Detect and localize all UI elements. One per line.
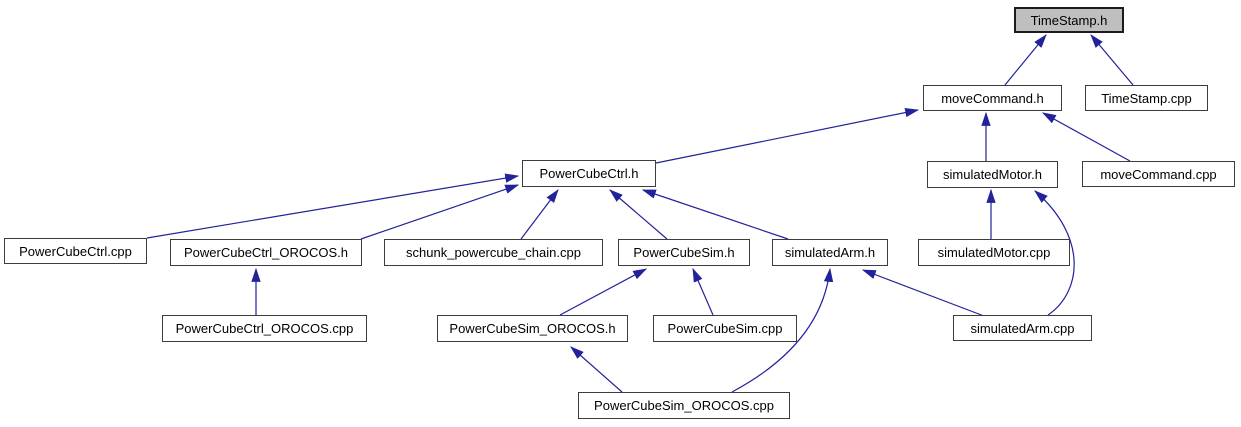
graph-node-powercubectrl-cpp[interactable]: PowerCubeCtrl.cpp (4, 238, 147, 264)
graph-node-powercubesim-cpp[interactable]: PowerCubeSim.cpp (653, 315, 797, 342)
graph-node-simulatedmotor-cpp[interactable]: simulatedMotor.cpp (918, 239, 1070, 266)
graph-node-label: simulatedArm.h (784, 245, 876, 260)
graph-node-powercubectrl-h[interactable]: PowerCubeCtrl.h (522, 160, 656, 187)
graph-node-label: PowerCubeCtrl_OROCOS.cpp (175, 321, 354, 336)
graph-node-schunk-powercube-chain-cpp[interactable]: schunk_powercube_chain.cpp (384, 239, 603, 266)
graph-node-powercubectrl-orocos-h[interactable]: PowerCubeCtrl_OROCOS.h (170, 239, 362, 266)
graph-node-timestamp-cpp[interactable]: TimeStamp.cpp (1085, 85, 1208, 111)
graph-node-label: schunk_powercube_chain.cpp (406, 245, 581, 260)
graph-node-powercubesim-h[interactable]: PowerCubeSim.h (618, 239, 750, 266)
graph-node-powercubectrl-orocos-cpp[interactable]: PowerCubeCtrl_OROCOS.cpp (162, 315, 367, 342)
edge-powercubectrl-orocos-h-to-powercubectrl-h (360, 184, 520, 240)
graph-node-label: PowerCubeSim_OROCOS.h (449, 321, 616, 336)
graph-node-simulatedarm-h[interactable]: simulatedArm.h (772, 239, 888, 266)
graph-node-label: PowerCubeCtrl.h (539, 166, 639, 181)
graph-node-movecommand-cpp[interactable]: moveCommand.cpp (1082, 161, 1235, 187)
graph-node-label: PowerCubeSim_OROCOS.cpp (594, 398, 774, 413)
edge-timestamp-cpp-to-timestamp-h (1090, 34, 1134, 86)
edge-powercubectrl-h-to-movecommand-h (655, 107, 920, 164)
edge-powercubectrl-cpp-to-powercubectrl-h (146, 173, 520, 239)
edge-movecommand-h-to-timestamp-h (1004, 34, 1047, 86)
graph-node-label: simulatedMotor.h (943, 167, 1042, 182)
edge-simulatedarm-h-to-powercubectrl-h (641, 189, 789, 240)
graph-node-label: PowerCubeSim.cpp (667, 321, 783, 336)
edge-powercubesim-orocos-cpp-to-powercubesim-orocos-h (570, 346, 623, 393)
edge-movecommand-cpp-to-movecommand-h (1041, 112, 1131, 162)
graph-node-label: moveCommand.h (941, 90, 1044, 106)
graph-node-label: simulatedMotor.cpp (937, 245, 1051, 260)
edge-schunk-powercube-chain-cpp-to-powercubectrl-h (520, 189, 559, 240)
graph-node-movecommand-h[interactable]: moveCommand.h (923, 85, 1062, 111)
graph-node-simulatedarm-cpp[interactable]: simulatedArm.cpp (953, 315, 1092, 341)
graph-node-label: PowerCubeCtrl.cpp (19, 243, 132, 259)
graph-node-label: TimeStamp.h (1030, 12, 1108, 28)
graph-node-label: PowerCubeCtrl_OROCOS.h (184, 245, 348, 260)
graph-node-powercubesim-orocos-h[interactable]: PowerCubeSim_OROCOS.h (437, 315, 628, 342)
graph-node-label: moveCommand.cpp (1100, 166, 1217, 182)
edge-powercubesim-orocos-h-to-powercubesim-h (559, 268, 648, 316)
graph-node-powercubesim-orocos-cpp[interactable]: PowerCubeSim_OROCOS.cpp (578, 392, 790, 419)
graph-node-label: PowerCubeSim.h (633, 245, 735, 260)
graph-node-label: TimeStamp.cpp (1101, 90, 1192, 106)
graph-node-label: simulatedArm.cpp (970, 320, 1075, 336)
edge-powercubesim-h-to-powercubectrl-h (609, 189, 668, 240)
graph-node-simulatedmotor-h[interactable]: simulatedMotor.h (927, 161, 1058, 188)
edge-simulatedarm-cpp-to-simulatedarm-h (861, 269, 985, 317)
edge-powercubesim-cpp-to-powercubesim-h (692, 267, 714, 316)
graph-node-timestamp-h[interactable]: TimeStamp.h (1014, 7, 1124, 33)
